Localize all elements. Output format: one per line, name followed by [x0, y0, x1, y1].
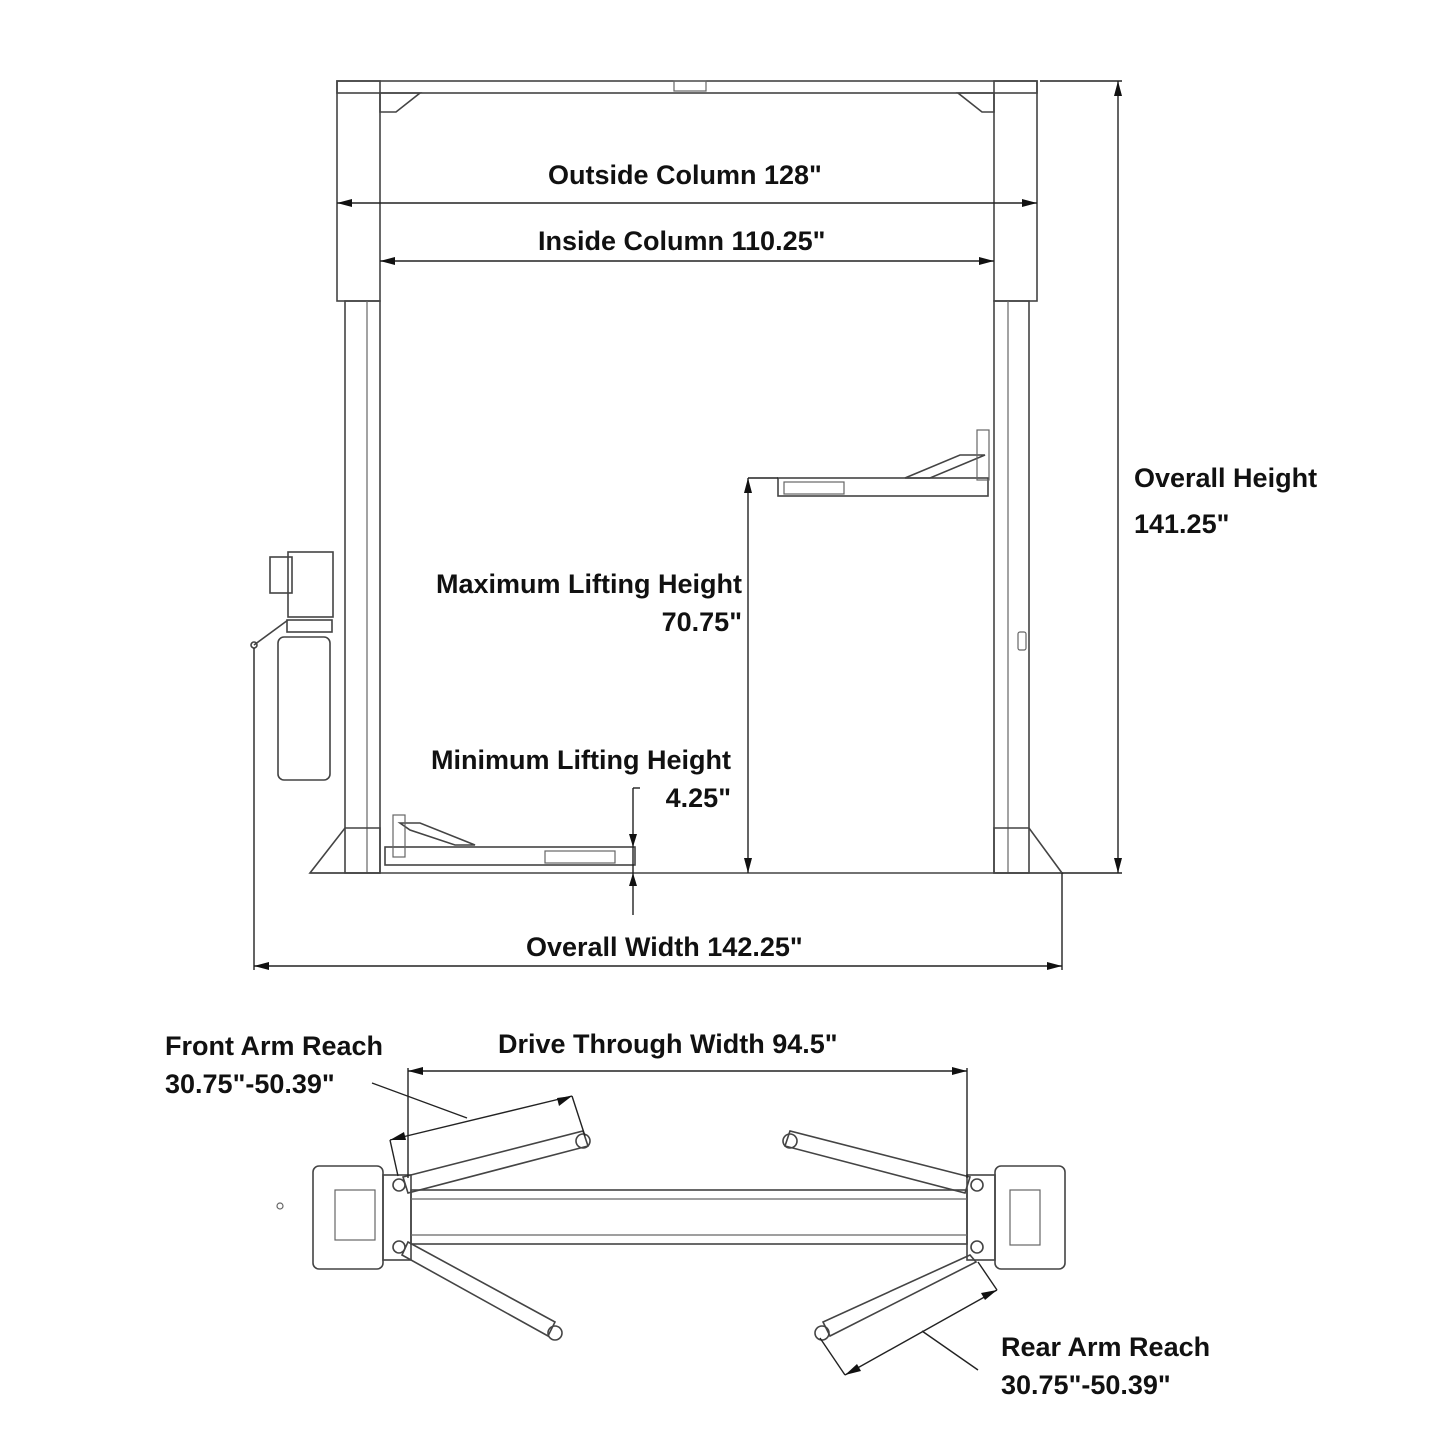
front-view: [250, 80, 1064, 874]
front-arm-reach-value: 30.75"-50.39": [165, 1069, 335, 1099]
front-arm-reach-label: Front Arm Reach: [165, 1031, 384, 1061]
min-lift-label: Minimum Lifting Height: [431, 745, 731, 775]
front-dimensions: [253, 80, 1122, 970]
inside-column-label: Inside Column 110.25": [538, 226, 826, 256]
rear-arm-reach-label: Rear Arm Reach: [1001, 1332, 1211, 1362]
overall-width-label: Overall Width 142.25": [526, 932, 803, 962]
top-view: [276, 1130, 1066, 1341]
outside-column-label: Outside Column 128": [548, 160, 822, 190]
max-lift-value: 70.75": [661, 607, 742, 637]
drive-through-label: Drive Through Width 94.5": [498, 1029, 838, 1059]
top-dimensions: [371, 1067, 998, 1376]
rear-arm-reach-value: 30.75"-50.39": [1001, 1370, 1171, 1400]
min-lift-value: 4.25": [665, 783, 731, 813]
overall-height-label: Overall Height: [1134, 463, 1318, 493]
max-lift-label: Maximum Lifting Height: [436, 569, 742, 599]
overall-height-value: 141.25": [1134, 509, 1230, 539]
